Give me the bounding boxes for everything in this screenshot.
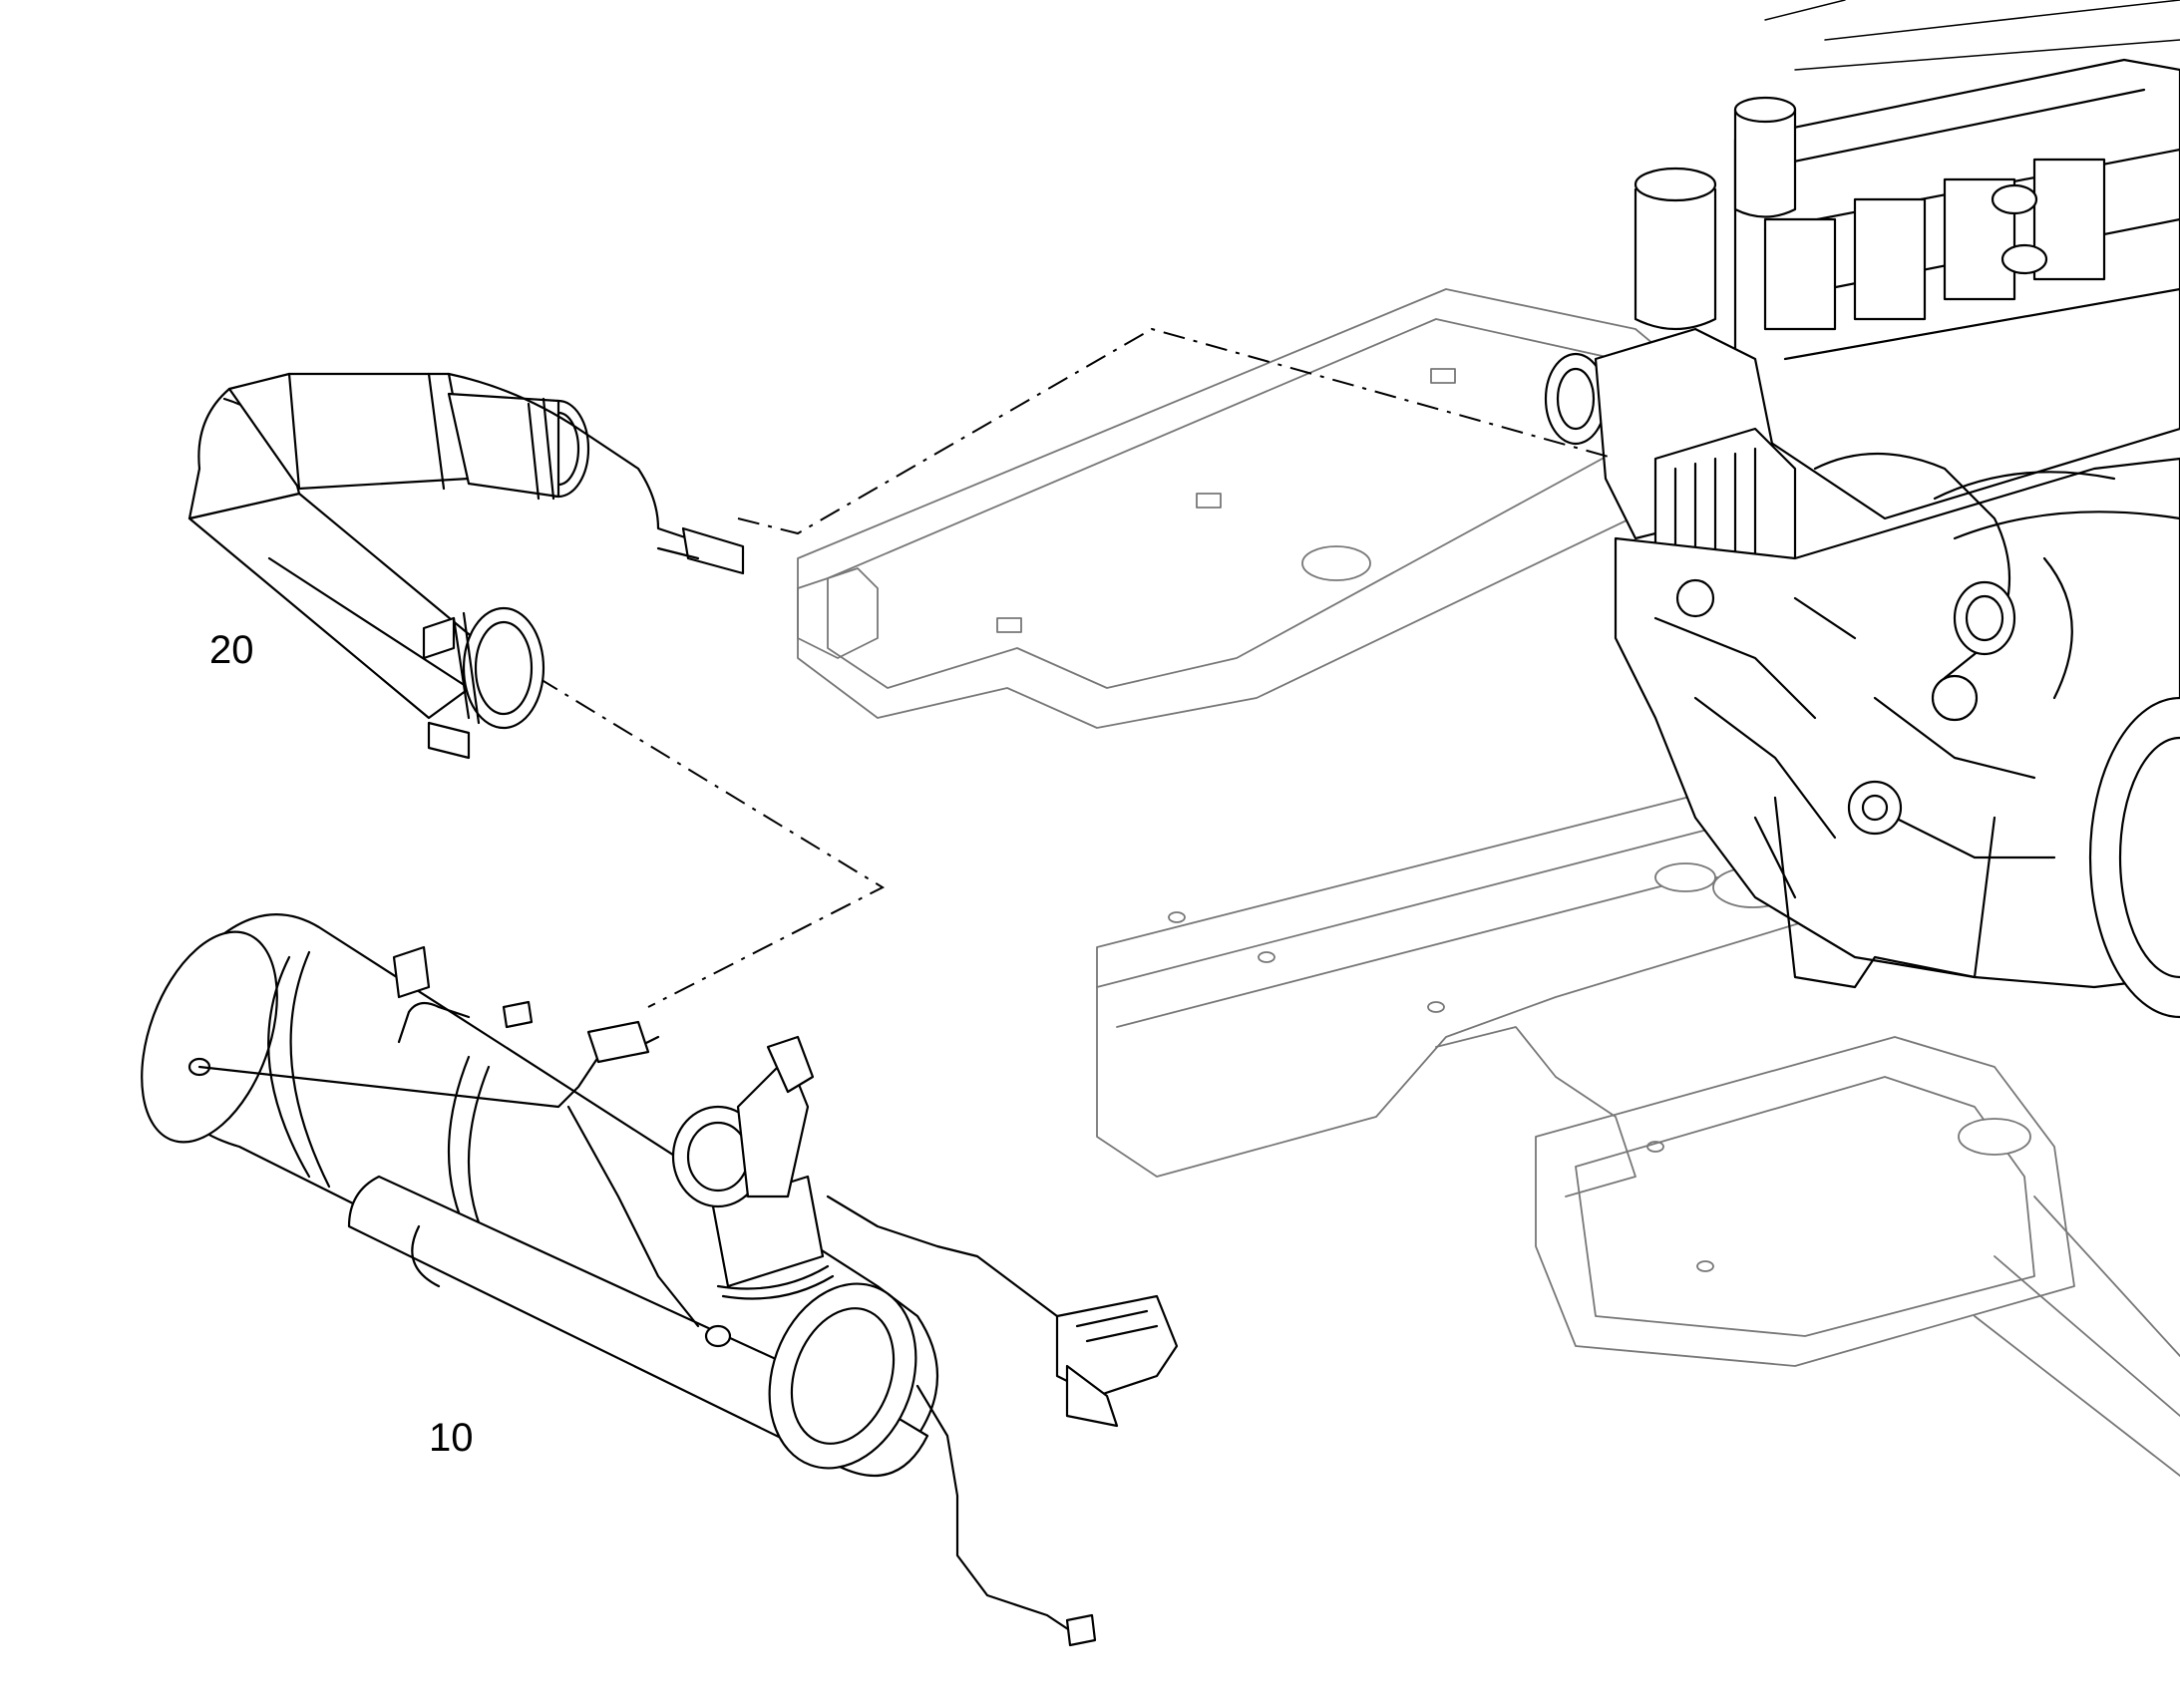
frame-lower-rail [1535,1036,2075,1367]
engine-flange [1953,580,2016,656]
engine-flange-ring [1965,594,2004,642]
engine-pulley [1675,578,1715,618]
module-harness-connector [502,1000,534,1029]
engine-injector-housing [1763,217,1837,331]
exhaust-pipe-sensor-connector [681,526,745,575]
exhaust-pipe-lower-section [187,492,506,720]
callout-aftertreatment-module: 10 [429,1416,474,1460]
module-control-unit-detail [1075,1309,1159,1343]
exhaust-pipe-bracket [422,616,456,660]
engine-oil-filter [1634,177,1717,331]
engine-pulley [1931,674,1979,722]
frame-mount-boss [1958,1118,2031,1156]
engine-filter-2 [1733,108,1797,218]
frame-bolt-hole [1646,1141,1664,1153]
exhaust-pipe-sensor-wire [447,372,745,555]
module-sensor-boss [704,1324,732,1348]
aftertreatment-module-assembly [141,913,1179,1647]
engine-turbo-inlet-ring [1556,367,1596,431]
module-right-end-ring [790,1307,896,1445]
engine-oil-filter-top [1634,167,1717,202]
engine-flywheel-ring [2118,736,2180,979]
engine-turbo-fins [1673,447,1757,575]
exhaust-pipe-upper-seam2 [427,372,446,491]
frame-bolt-hole [1696,1260,1714,1272]
engine-lower-block [1614,457,2180,989]
module-control-unit-bracket [1065,1364,1119,1428]
frame-tab [1196,493,1222,509]
engine-top-rail [1764,0,2180,71]
engine-filter-2-top [1733,96,1797,124]
frame-cross-member [1435,1026,1636,1197]
frame-right-edge [1974,1196,2180,1477]
module-inlet-bracket [766,1035,815,1094]
module-inlet-clamp [716,1264,835,1300]
engine-mount [1654,862,1716,892]
exhaust-pipe-upper-seam [287,372,301,491]
exhaust-pipe-assembly [187,372,745,760]
leader-pipe-to-module [538,677,886,1008]
module-harness-drop [566,1105,700,1328]
frame-left-bracket [797,567,879,659]
frame-upper-plate-inner [827,318,1676,689]
engine-oil-cap [2000,243,2048,275]
module-control-unit [1055,1294,1179,1398]
frame-tab [1430,368,1456,384]
exhaust-pipe-lower-seam [267,556,471,690]
exhaust-pipe-sensor-clip [656,546,700,560]
module-band-seam [267,955,311,1179]
module-lower-tube-seam [411,1224,441,1288]
exhaust-pipe-upper-neck [447,392,560,499]
exhaust-pipe-bracket [427,721,471,760]
engine-oil-cap [1991,183,2038,215]
engine-pulley [1847,780,1903,836]
module-top-bracket [392,945,431,999]
exhaust-pipe-clamp-band [527,397,555,501]
leader-pipe-to-turbo [737,327,1617,535]
engine-flywheel-housing [2088,696,2180,1019]
leader-lines [538,327,1617,1008]
frame-hole [1301,545,1371,581]
module-right-end-cap [768,1282,917,1470]
engine-injector-housing [1853,197,1927,321]
module-harness-lower [915,1384,1079,1637]
frame-bolt-hole [1427,1001,1445,1013]
callout-exhaust-pipe: 20 [209,628,254,672]
exhaust-pipe-lower-clamp [452,611,481,725]
frame-tab [996,617,1022,633]
frame-upper-plate [797,288,1756,729]
module-band-seam [289,950,331,1189]
module-harness-connector [1065,1613,1097,1647]
module-harness-connector [586,1020,650,1064]
frame-lower-rail-inner [1575,1076,2035,1337]
engine-oil-pan [1773,796,1997,989]
engine-block [1544,0,2180,1019]
frame-bolt-hole [1168,911,1186,923]
module-handle [397,1001,471,1044]
engine-pulley-hub [1861,794,1889,822]
frame-bolt-hole [1258,951,1275,963]
engine-hoses [1933,471,2180,700]
exhaust-pipe-lower-flange-inner [474,620,534,716]
module-left-end-cap [141,930,278,1144]
engine-detail-lines [1653,596,2056,899]
